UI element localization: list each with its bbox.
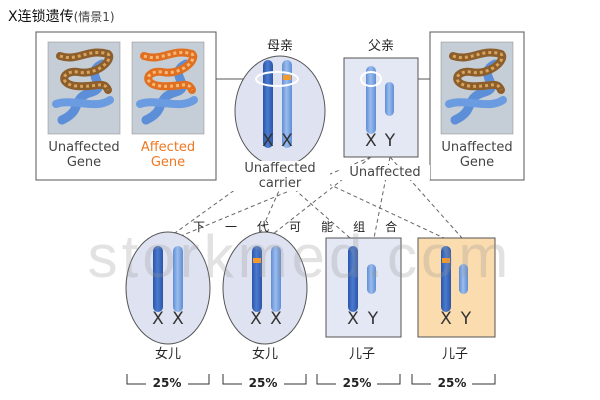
percent-brackets xyxy=(126,374,496,385)
offspring-1-cell xyxy=(125,231,211,345)
offspring-2-x-chromosome-2 xyxy=(271,246,281,312)
offspring-3-label: 儿子 xyxy=(348,347,375,362)
father-karyotype-x: X xyxy=(365,131,377,151)
offspring-1-label: 女儿 xyxy=(154,347,181,362)
mother-karyotype-1: X xyxy=(262,131,274,151)
unaffected-gene-image xyxy=(47,41,121,135)
offspring-2-karyotype-2: X xyxy=(270,309,282,329)
father-cell xyxy=(343,57,419,158)
offspring-2-karyotype-1: X xyxy=(250,309,262,329)
offspring-2-x-chromosome-1 xyxy=(252,246,262,312)
offspring-1-karyotype-2: X xyxy=(172,309,184,329)
father-gene-highlight xyxy=(360,71,382,87)
offspring-2-mutation-marker xyxy=(253,258,261,263)
mother-label: 母亲 xyxy=(266,39,293,54)
offspring-1-x-chromosome-1 xyxy=(153,246,163,312)
father-gene-image xyxy=(440,41,514,135)
mother-karyotype-2: X xyxy=(281,131,293,151)
father-karyotype-y: Y xyxy=(384,131,396,151)
offspring-1-percent: 25% xyxy=(152,376,182,390)
offspring-4-karyotype-y: Y xyxy=(460,309,472,329)
offspring-4-mutation-marker xyxy=(442,258,450,263)
diagram-title: X连锁遗传(情景1) xyxy=(8,6,115,26)
offspring-4-y-chromosome xyxy=(459,264,468,294)
offspring-1-x-chromosome-2 xyxy=(173,246,183,312)
title-sub: (情景1) xyxy=(73,10,115,24)
father-status: Unaffected xyxy=(340,165,430,180)
mother-x-chromosome-2 xyxy=(282,60,292,148)
offspring-3-x-chromosome xyxy=(348,246,358,312)
title-main: X连锁遗传 xyxy=(8,9,74,25)
father-label: 父亲 xyxy=(367,39,394,54)
offspring-4-percent: 25% xyxy=(437,376,467,390)
next-generation-label: 下一代可能组合 xyxy=(193,220,398,234)
offspring-3-percent: 25% xyxy=(342,376,372,390)
offspring-3-y-chromosome xyxy=(367,264,376,294)
offspring-3-cell xyxy=(325,237,402,338)
offspring-4-x-chromosome xyxy=(441,246,451,312)
offspring-1-karyotype-1: X xyxy=(152,309,164,329)
offspring-4-karyotype-x: X xyxy=(440,309,452,329)
offspring-3-karyotype-x: X xyxy=(347,309,359,329)
father-y-chromosome xyxy=(385,82,394,116)
offspring-2-label: 女儿 xyxy=(251,347,278,362)
offspring-2-percent: 25% xyxy=(248,376,278,390)
offspring-2-cell xyxy=(222,231,308,345)
offspring-4-label: 儿子 xyxy=(441,347,468,362)
mother-x-chromosome-1 xyxy=(263,60,273,148)
mother-gene-highlight xyxy=(255,71,299,87)
offspring-3-karyotype-y: Y xyxy=(367,309,379,329)
affected-gene-image xyxy=(131,41,205,135)
mother-mutation-marker xyxy=(283,75,291,80)
father-x-chromosome xyxy=(366,66,376,134)
offspring-4-cell xyxy=(417,237,496,338)
